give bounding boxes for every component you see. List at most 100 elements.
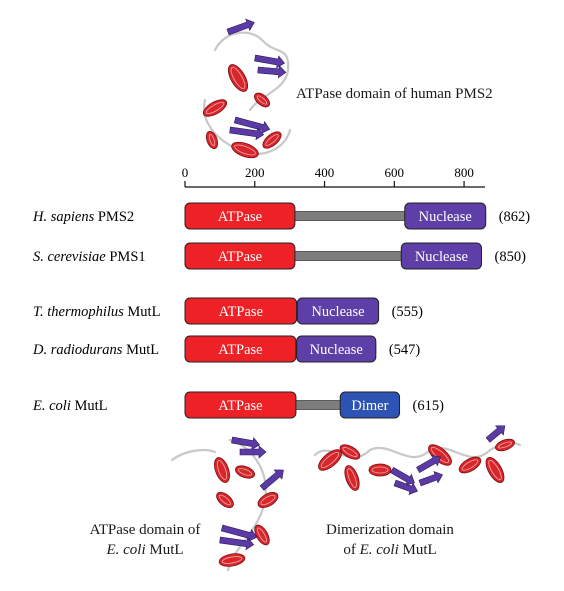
protein-label: S. cerevisiae PMS1 xyxy=(33,249,146,265)
species-name: E. coli xyxy=(32,398,71,414)
domain-atpase-box xyxy=(184,242,296,270)
domain-atpase-box xyxy=(184,391,297,419)
axis-tick-label: 800 xyxy=(454,165,474,180)
domain-label: Nuclease xyxy=(419,209,472,225)
domain-atpase-box xyxy=(184,297,298,325)
domain-label: ATPase xyxy=(218,342,262,358)
alpha-helix xyxy=(227,64,249,92)
alpha-helix xyxy=(205,130,219,150)
alpha-helix xyxy=(253,92,271,108)
alpha-helix xyxy=(495,438,515,452)
domain-label: ATPase xyxy=(218,209,262,225)
domain-label: ATPase xyxy=(219,304,263,320)
beta-strand xyxy=(220,524,258,542)
beta-strand xyxy=(418,471,443,487)
caption-dimer-protein: MutL xyxy=(398,542,437,558)
protein-label: H. sapiens PMS2 xyxy=(32,209,134,225)
domain-atpase-box xyxy=(184,202,296,230)
domain-label: Nuclease xyxy=(415,249,468,265)
protein-name: MutL xyxy=(124,304,161,320)
residue-axis: 0 200 400 600 800 xyxy=(182,165,485,188)
alpha-helix xyxy=(368,463,392,477)
caption-human-pms2-atpase: ATPase domain of human PMS2 xyxy=(296,86,493,102)
caption-dimer-of: of xyxy=(343,542,360,558)
protein-name: MutL xyxy=(71,398,108,414)
axis-tick-label: 600 xyxy=(385,165,405,180)
species-name: T. thermophilus xyxy=(33,304,124,320)
beta-strand xyxy=(231,436,261,451)
species-name: S. cerevisiae xyxy=(33,249,106,265)
beta-strand xyxy=(239,445,267,459)
alpha-helix xyxy=(344,465,360,491)
caption-ecoli-dimerization: Dimerization domain of E. coli MutL xyxy=(300,520,480,560)
protein-length-label: (862) xyxy=(499,209,531,225)
caption-ecoli-atpase-species: E. coli xyxy=(106,542,146,558)
protein-row: H. sapiens PMS2 ATPase Nuclease (862) xyxy=(32,202,531,230)
species-name: H. sapiens xyxy=(32,209,95,225)
protein-label: D. radiodurans MutL xyxy=(32,342,159,358)
axis-tick-label: 200 xyxy=(245,165,265,180)
alpha-helix xyxy=(339,444,361,460)
alpha-helix xyxy=(262,131,282,149)
protein-length-label: (615) xyxy=(413,398,445,414)
protein-name: PMS2 xyxy=(94,209,134,225)
alpha-helix xyxy=(214,457,230,483)
beta-strand xyxy=(226,18,255,36)
domain-label: Nuclease xyxy=(310,342,363,358)
protein-name: PMS1 xyxy=(106,249,146,265)
alpha-helix xyxy=(218,553,246,567)
beta-strand xyxy=(229,126,265,141)
domain-nuclease-box xyxy=(404,202,487,230)
alpha-helix xyxy=(235,465,255,479)
alpha-helix xyxy=(202,99,228,117)
axis-tick-label: 400 xyxy=(315,165,335,180)
caption-ecoli-atpase-line1: ATPase domain of xyxy=(89,522,201,538)
caption-dimer-line1: Dimerization domain xyxy=(326,522,454,538)
alpha-helix xyxy=(458,456,482,474)
beta-strand xyxy=(254,54,285,69)
alpha-helix xyxy=(485,457,505,483)
axis-tick-label: 0 xyxy=(182,165,189,180)
protein-length-label: (850) xyxy=(495,249,527,265)
coil-loop xyxy=(170,449,217,462)
beta-strand xyxy=(390,466,415,486)
protein-label: E. coli MutL xyxy=(32,398,108,414)
domain-nuclease-box xyxy=(296,335,377,363)
protein-length-label: (547) xyxy=(389,342,421,358)
beta-strand xyxy=(257,65,287,79)
species-name: D. radiodurans xyxy=(32,342,123,358)
beta-strand xyxy=(259,469,284,491)
caption-ecoli-atpase-protein: MutL xyxy=(145,542,184,558)
alpha-helix xyxy=(254,524,270,546)
domain-nuclease-box xyxy=(400,242,483,270)
protein-label: T. thermophilus MutL xyxy=(33,304,160,320)
domain-label: ATPase xyxy=(218,398,262,414)
protein-row: E. coli MutL ATPase Dimer (615) xyxy=(32,391,445,419)
structure-ecoli-dimer xyxy=(313,425,522,495)
protein-row: D. radiodurans MutL ATPase Nuclease (547) xyxy=(32,335,421,363)
beta-strand xyxy=(485,425,506,443)
alpha-helix xyxy=(216,491,234,509)
protein-name: MutL xyxy=(122,342,159,358)
beta-strand xyxy=(219,536,255,551)
caption-dimer-line2: of E. coli MutL xyxy=(300,540,480,560)
caption-ecoli-atpase-line2: E. coli MutL xyxy=(60,540,230,560)
beta-strand xyxy=(233,116,271,134)
alpha-helix xyxy=(257,492,279,508)
protein-structure-cartoons xyxy=(170,18,522,572)
beta-strand xyxy=(416,454,441,474)
alpha-helix xyxy=(231,141,259,159)
domain-label: Dimer xyxy=(351,398,388,414)
coil-loop xyxy=(213,31,290,112)
protein-row: S. cerevisiae PMS1 ATPase Nuclease (850) xyxy=(33,242,527,270)
domain-dimer-box xyxy=(339,391,401,419)
caption-dimer-species: E. coli xyxy=(359,542,399,558)
beta-strand xyxy=(393,479,418,495)
structure-ecoli-atpase xyxy=(170,436,284,572)
protein-length-label: (555) xyxy=(392,304,424,320)
domain-label: ATPase xyxy=(218,249,262,265)
domain-nuclease-box xyxy=(296,297,380,325)
